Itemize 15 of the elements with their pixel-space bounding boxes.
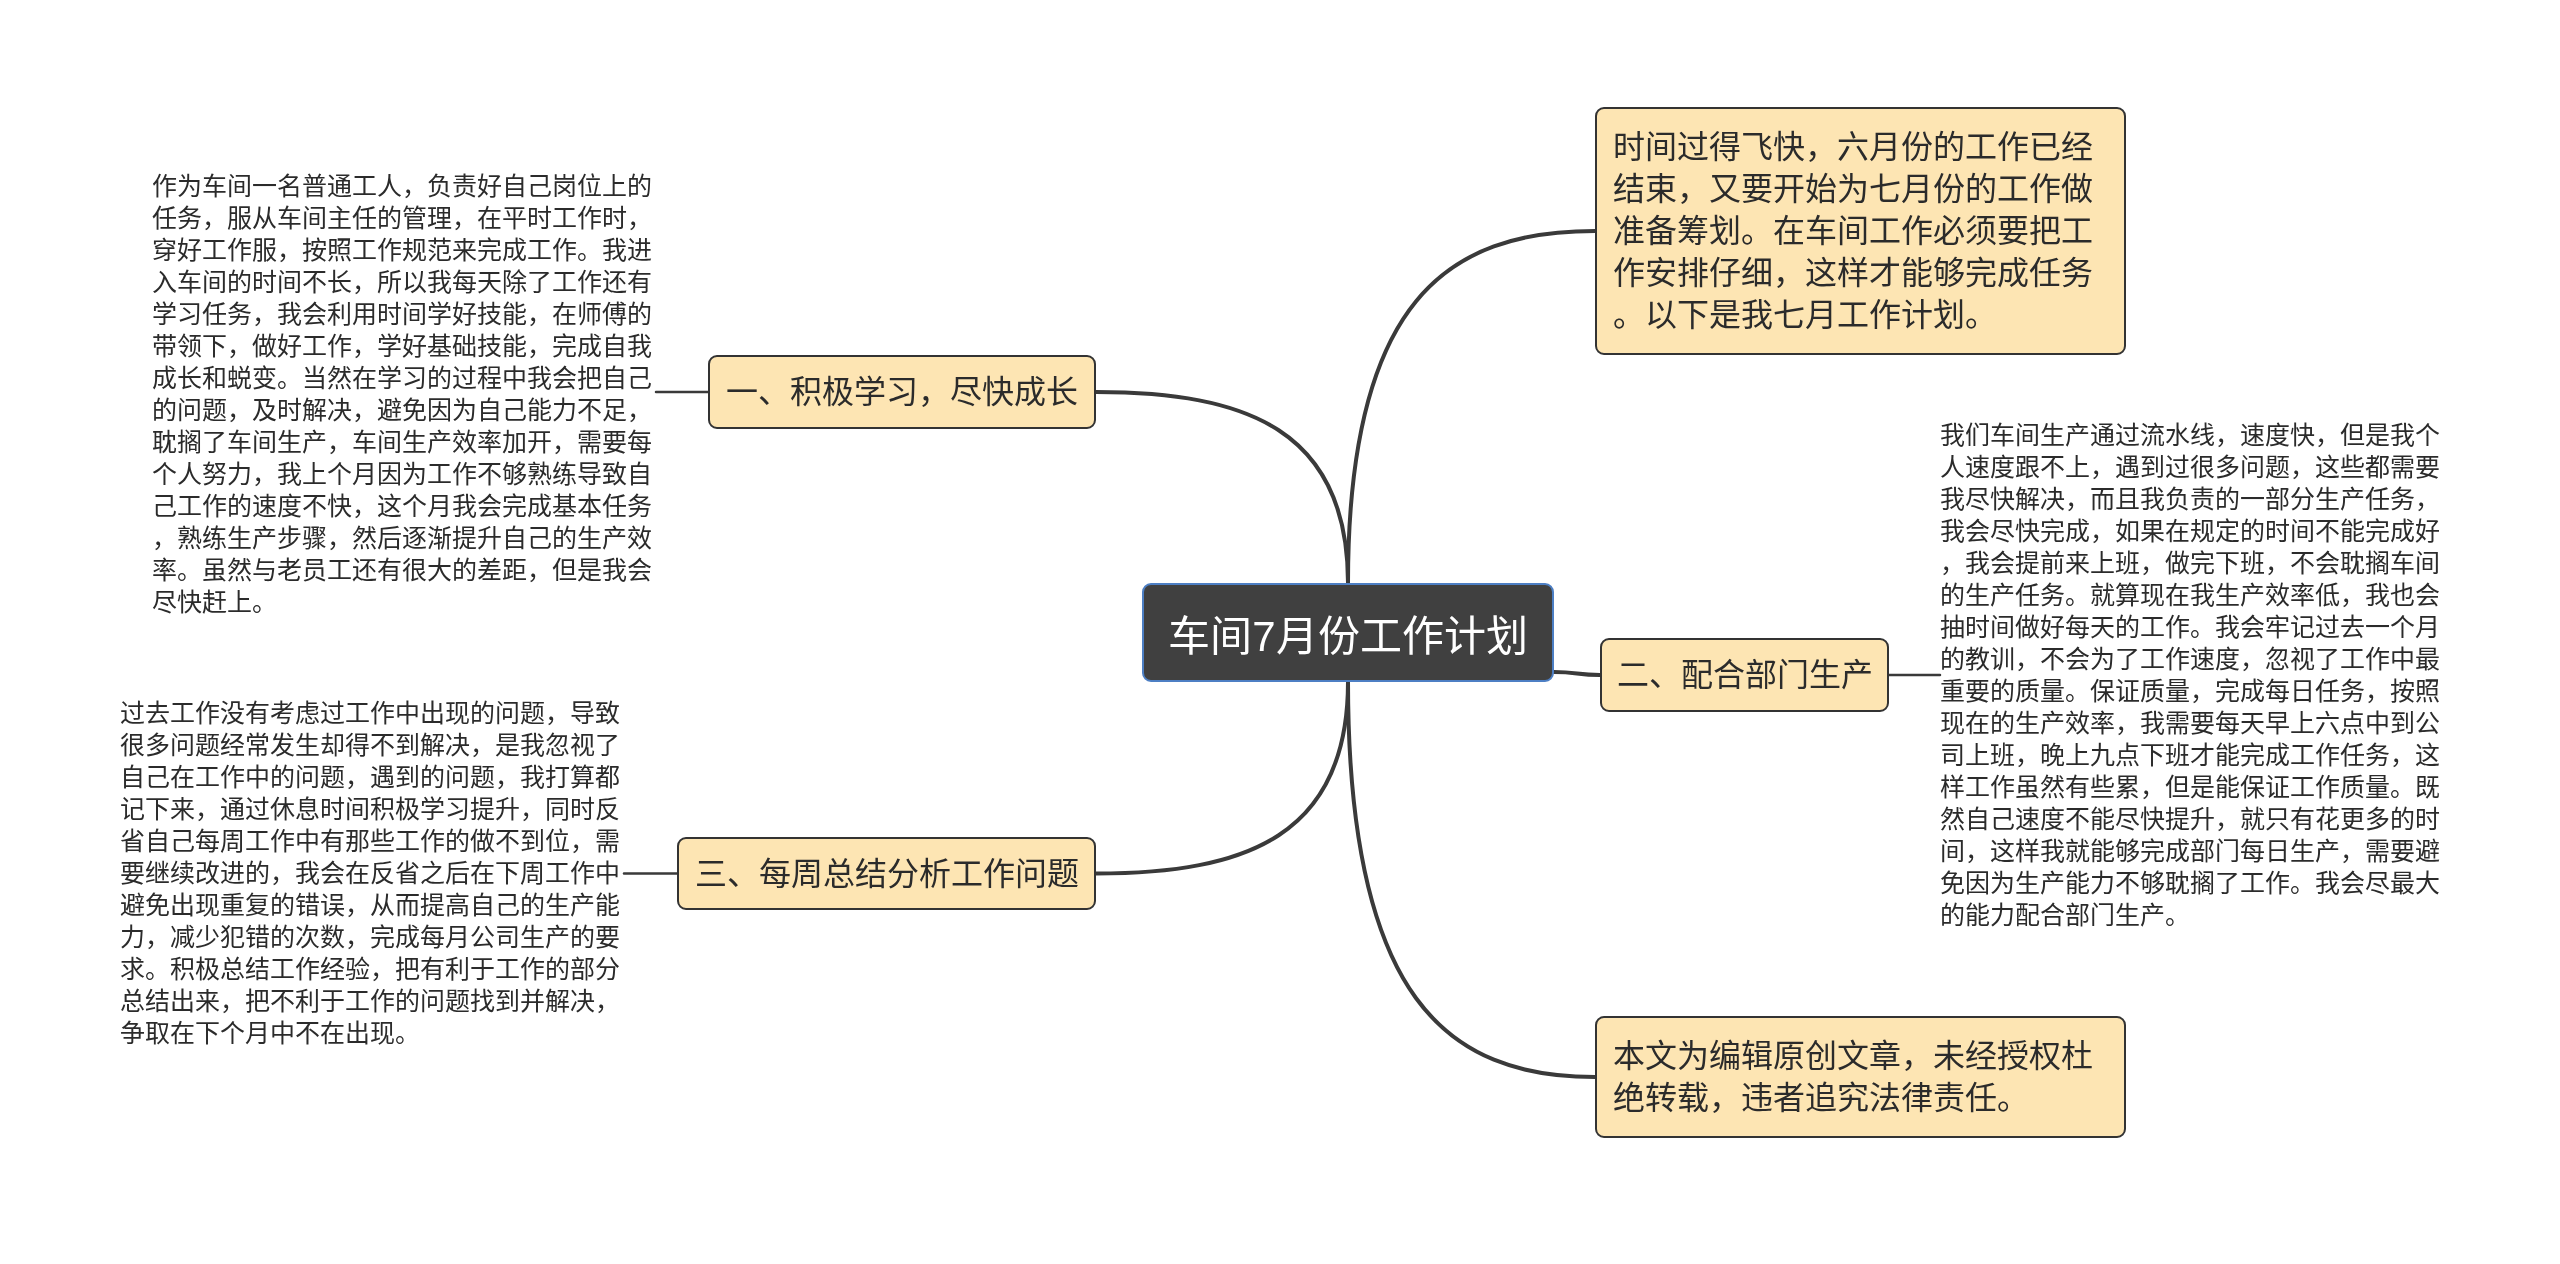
paragraph: 作为车间一名普通工人，负责好自己岗位上的任务，服从车间主任的管理，在平时工作时，穿好工作服，按照工作规范来完成工作。我进入车间的时间不长，所以我每天除了工作还有学习任务，我会利用时间学好技能，在师傅的带领下，做好工作，学好基础技能，完成自我成长和蜕变。当然在学习的过程中我会把自己的问题，及时解决，避免因为自己能力不足，耽搁了车间生产，车间生产效率加开，需要每个人努力，我上个月因为工作不够熟练导致自己工作的速度不快，这个月我会完成基本任务，熟练生产步骤，然后逐渐提升自己的生产效率。虽然与老员工还有很大的差距，但是我会尽快赶上。	[152, 170, 656, 618]
connector-line	[1552, 670, 1602, 677]
connector-line	[1094, 680, 1350, 876]
connector-line	[1094, 390, 1350, 585]
connector-line	[654, 390, 710, 394]
topic-box: 本文为编辑原创文章，未经授权杜绝转载，违者追究法律责任。	[1595, 1016, 2126, 1138]
paragraph: 我们车间生产通过流水线，速度快，但是我个人速度跟不上，遇到过很多问题，这些都需要我尽快解决，而且我负责的一部分生产任务，我会尽快完成，如果在规定的时间不能完成好，我会提前来上班，做完下班，不会耽搁车间的生产任务。就算现在我生产效率低，我也会抽时间做好每天的工作。我会牢记过去一个月的教训，不会为了工作速度，忽视了工作中最重要的质量。保证质量，完成每日任务，按照现在的生产效率，我需要每天早上六点中到公司上班，晚上九点下班才能完成工作任务，这样工作虽然有些累，但是能保证工作质量。既然自己速度不能尽快提升，就只有花更多的时间，这样我就能够完成部门每日生产，需要避免因为生产能力不够耽搁了工作。我会尽最大的能力配合部门生产。	[1940, 419, 2444, 931]
topic-box: 一、积极学习，尽快成长	[708, 355, 1096, 429]
central-topic-box: 车间7月份工作计划	[1142, 583, 1554, 682]
topic-box: 二、配合部门生产	[1600, 638, 1889, 712]
connector-line	[1887, 673, 1942, 677]
topic-box: 三、每周总结分析工作问题	[677, 837, 1096, 910]
paragraph: 过去工作没有考虑过工作中出现的问题，导致很多问题经常发生却得不到解决，是我忽视了自己在工作中的问题，遇到的问题，我打算都记下来，通过休息时间积极学习提升，同时反省自己每周工作中有那些工作的做不到位，需要继续改进的，我会在反省之后在下周工作中避免出现重复的错误，从而提高自己的生产能力，减少犯错的次数，完成每月公司生产的要求。积极总结工作经验，把有利于工作的部分总结出来，把不利于工作的问题找到并解决，争取在下个月中不在出现。	[120, 697, 624, 1049]
topic-box: 时间过得飞快，六月份的工作已经结束，又要开始为七月份的工作做准备筹划。在车间工作必须要把工作安排仔细，这样才能够完成任务。以下是我七月工作计划。	[1595, 107, 2126, 355]
connector-line	[622, 872, 679, 875]
